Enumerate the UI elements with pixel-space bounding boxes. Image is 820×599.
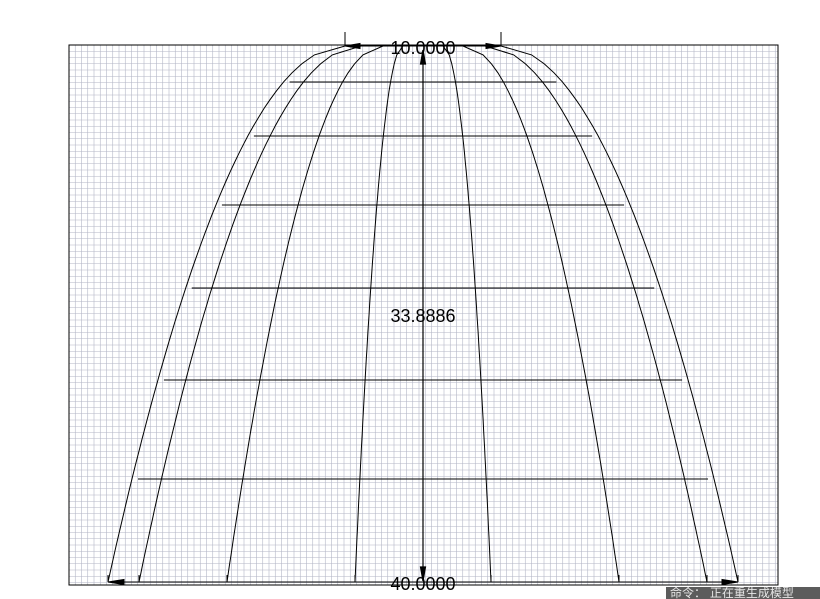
height-dimension — [419, 49, 427, 582]
top-width-label: 10.0000 — [390, 38, 455, 58]
dome-rib — [500, 45, 739, 583]
height-label: 33.8886 — [390, 306, 455, 326]
top-width-dimension — [344, 32, 502, 50]
command-status-bar: 命令： 正在重生成模型 — [666, 587, 820, 599]
drawing-frame — [68, 44, 779, 586]
top-arrow-right — [485, 42, 502, 50]
dome-ribs — [107, 45, 739, 583]
base-arrow-right — [721, 578, 739, 586]
height-arrow-top — [419, 49, 427, 65]
dome-rib — [462, 45, 620, 583]
dome-rib — [226, 45, 384, 583]
base-width-label: 40.0000 — [390, 574, 455, 594]
dome-rib — [138, 45, 362, 583]
base-width-dimension — [107, 578, 739, 586]
dome-rib — [107, 45, 346, 583]
base-arrow-left — [107, 578, 125, 586]
dome-rib — [484, 45, 708, 583]
height-arrow-bottom — [419, 566, 427, 582]
dome-rib — [442, 45, 492, 583]
top-arrow-left — [344, 42, 361, 50]
dome-rib — [354, 45, 404, 583]
command-status-text: 命令： 正在重生成模型 — [670, 587, 794, 599]
